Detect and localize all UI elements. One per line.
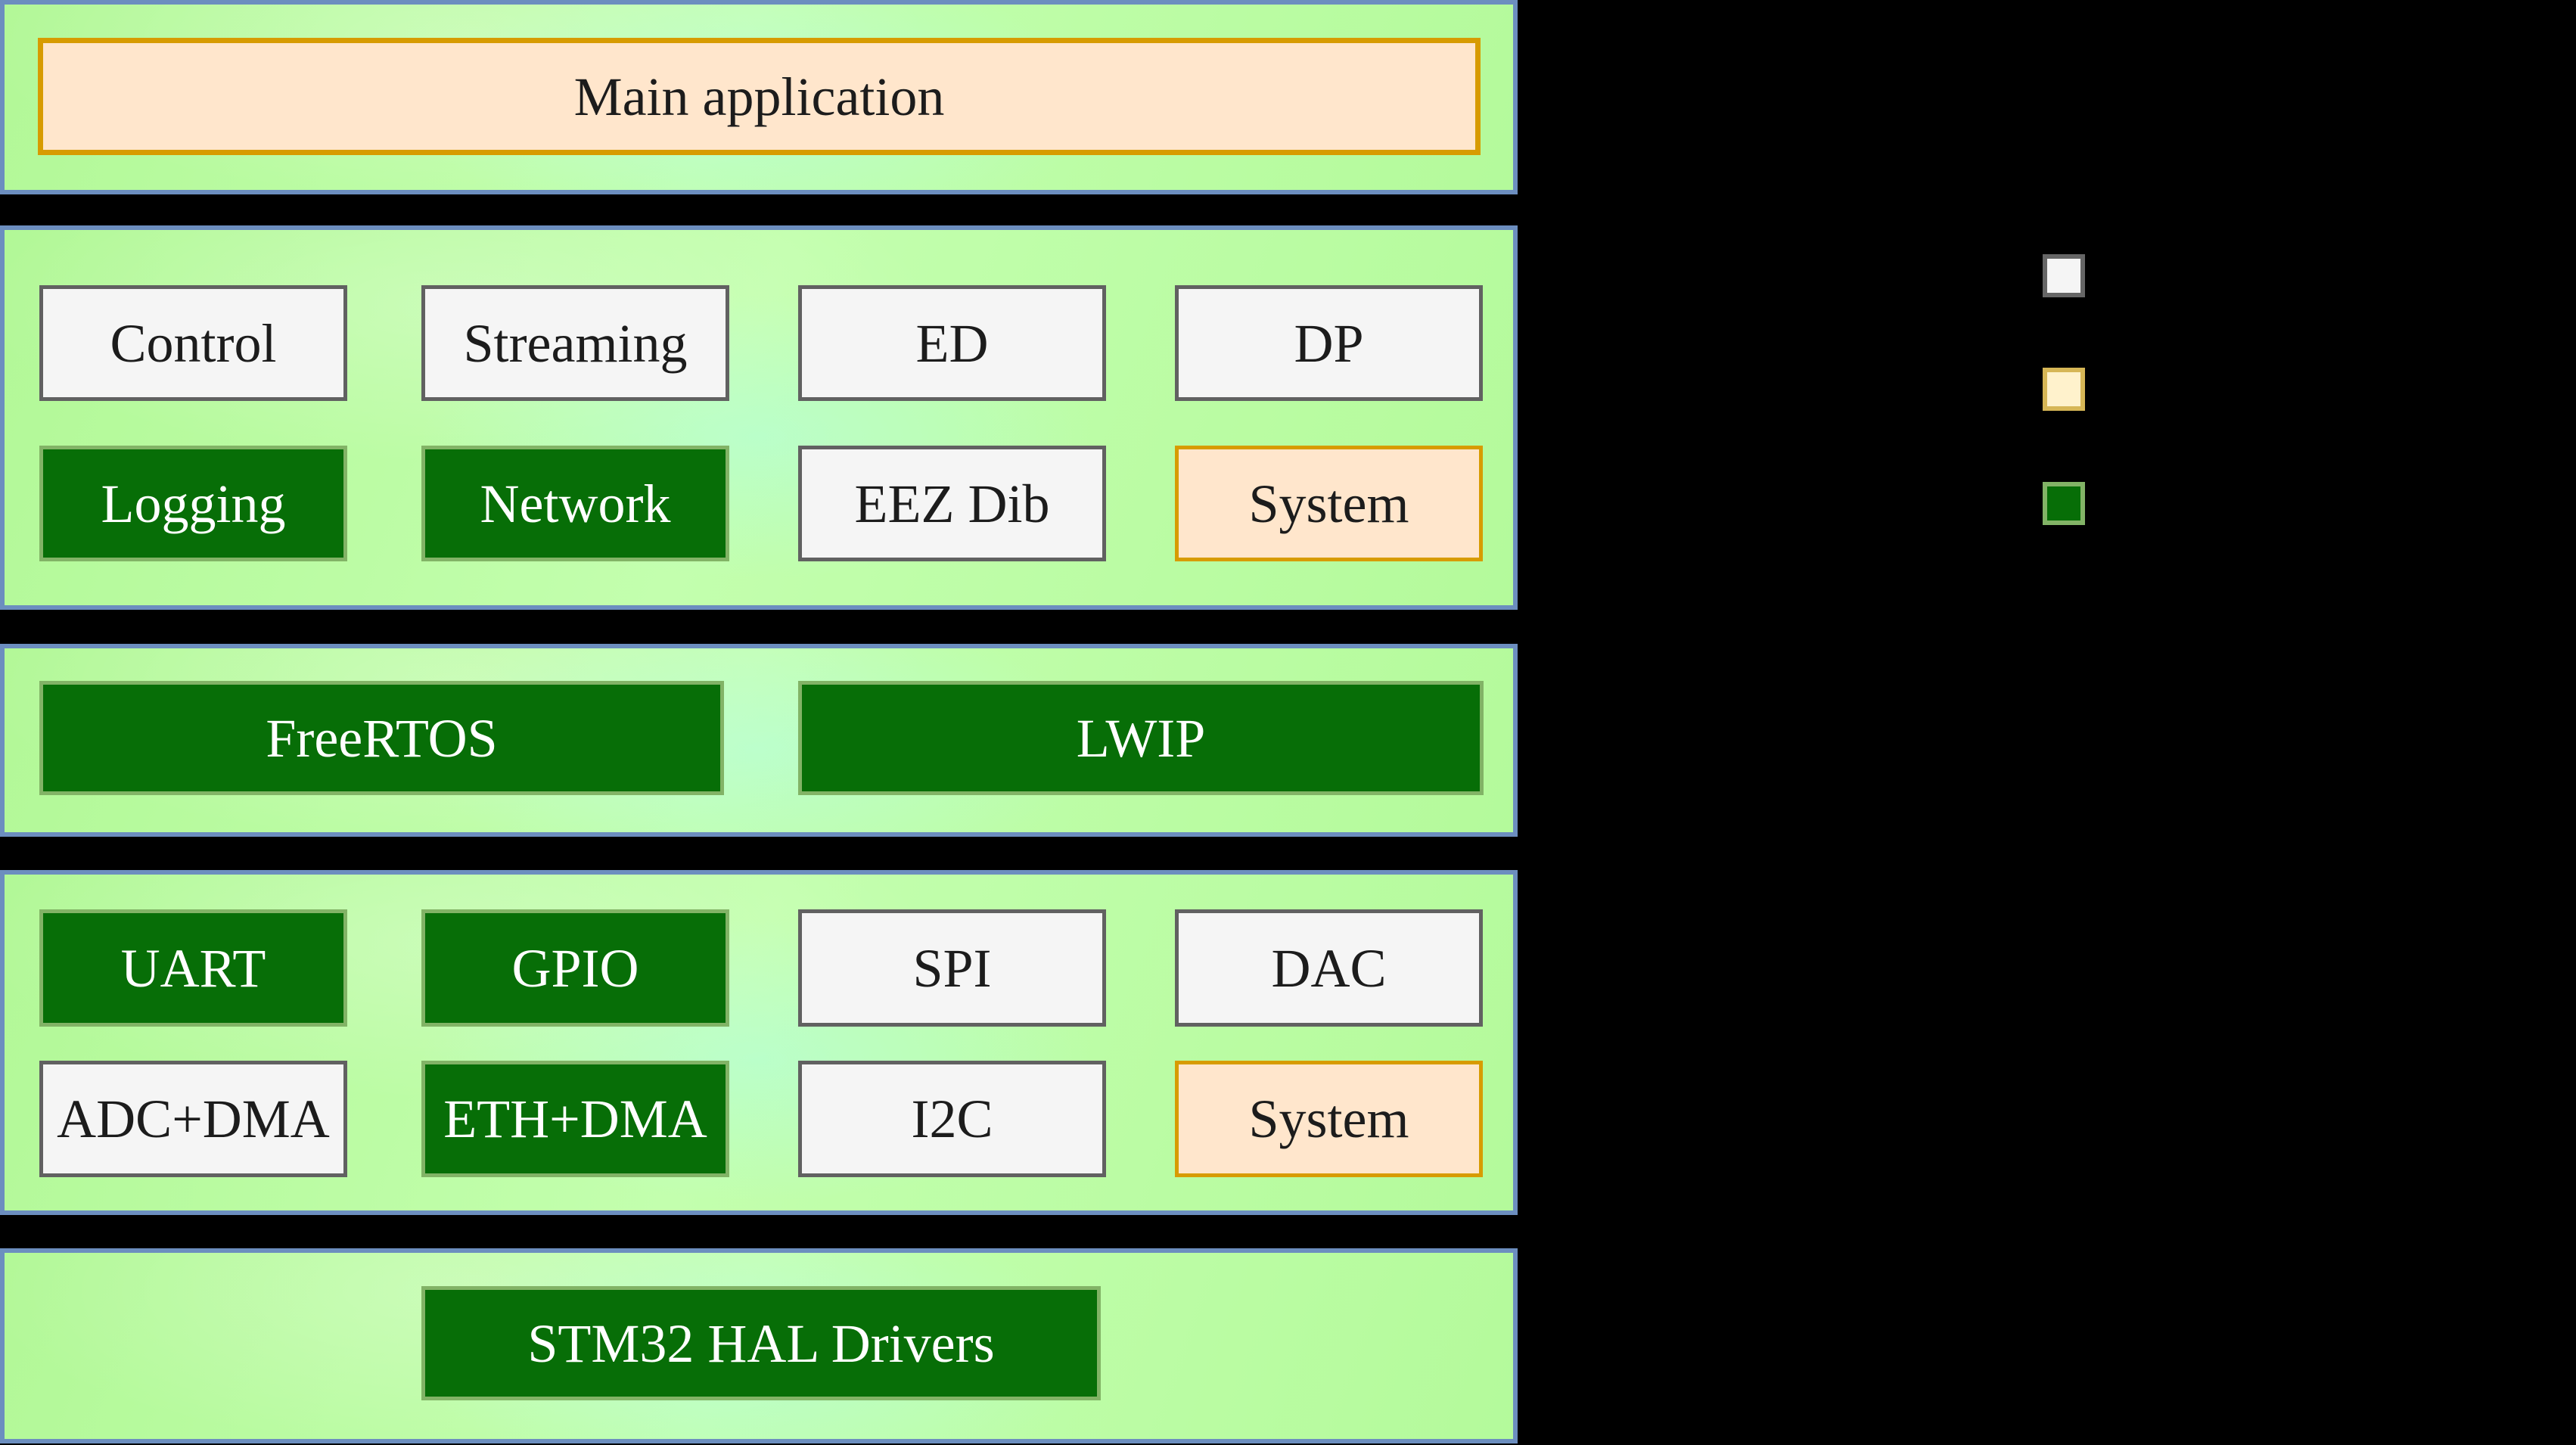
node-lwip: LWIP: [798, 681, 1484, 795]
layer-panel-services: Control Streaming ED DP Logging Network …: [0, 225, 1518, 610]
layer-panel-application: Main application: [0, 0, 1518, 194]
legend-swatch-light: [2043, 254, 2085, 297]
legend-swatch-yellow: [2043, 368, 2085, 411]
node-streaming: Streaming: [421, 285, 729, 401]
node-system-peripherals: System: [1175, 1061, 1483, 1177]
node-main-application: Main application: [38, 38, 1481, 155]
node-dac: DAC: [1175, 909, 1483, 1027]
node-stm32-hal-drivers: STM32 HAL Drivers: [421, 1286, 1101, 1400]
node-freertos: FreeRTOS: [39, 681, 724, 795]
node-ed: ED: [798, 285, 1106, 401]
node-eth-dma: ETH+DMA: [421, 1061, 729, 1177]
layer-panel-os: FreeRTOS LWIP: [0, 644, 1518, 837]
node-dp: DP: [1175, 285, 1483, 401]
node-gpio: GPIO: [421, 909, 729, 1027]
node-network: Network: [421, 446, 729, 561]
legend-swatch-green: [2043, 482, 2085, 525]
node-i2c: I2C: [798, 1061, 1106, 1177]
node-uart: UART: [39, 909, 347, 1027]
layer-panel-hal: STM32 HAL Drivers: [0, 1248, 1518, 1443]
layer-panel-peripherals: UART GPIO SPI DAC ADC+DMA ETH+DMA I2C Sy…: [0, 870, 1518, 1215]
node-control: Control: [39, 285, 347, 401]
node-adc-dma: ADC+DMA: [39, 1061, 347, 1177]
node-eez-dib: EEZ Dib: [798, 446, 1106, 561]
node-logging: Logging: [39, 446, 347, 561]
node-spi: SPI: [798, 909, 1106, 1027]
node-system-services: System: [1175, 446, 1483, 561]
